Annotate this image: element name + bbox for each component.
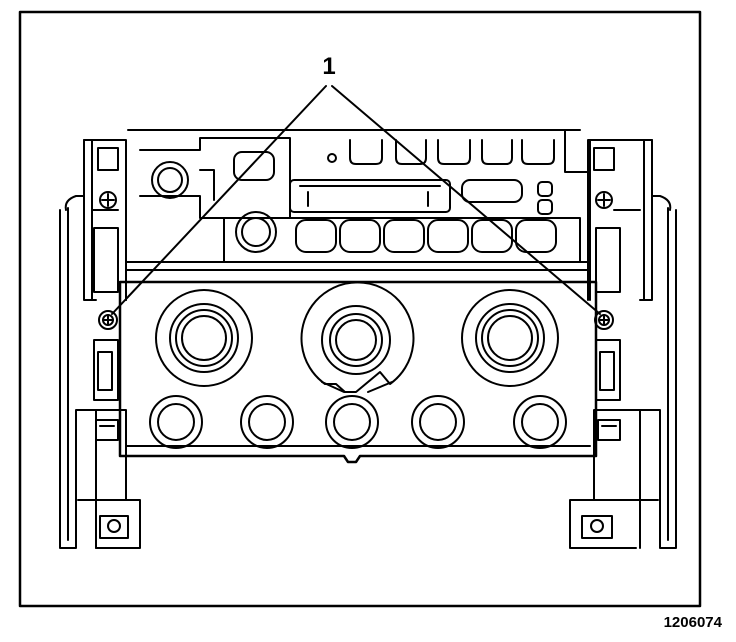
cassette-slot (289, 179, 451, 213)
center-large-knob (300, 281, 415, 393)
screw-right (594, 310, 614, 330)
figure-number: 1206074 (663, 614, 722, 631)
screw-top-right (595, 191, 613, 209)
screw-top-left (99, 191, 117, 209)
radio-tune-knob (235, 211, 277, 253)
hvac-control-panel (118, 280, 598, 464)
right-side-bracket (569, 139, 677, 549)
left-side-bracket (59, 139, 141, 549)
diagram-border (18, 10, 702, 608)
round-button (240, 395, 294, 449)
right-large-knob (461, 289, 559, 387)
callout-label: 1 (322, 53, 335, 80)
round-button (149, 395, 203, 449)
round-button (411, 395, 465, 449)
screw-left (98, 310, 118, 330)
left-large-knob (155, 289, 253, 387)
radio-unit (125, 129, 591, 301)
radio-volume-knob (151, 161, 189, 199)
round-button (513, 395, 567, 449)
round-button (325, 395, 379, 449)
callout-leader-lines (111, 85, 601, 315)
